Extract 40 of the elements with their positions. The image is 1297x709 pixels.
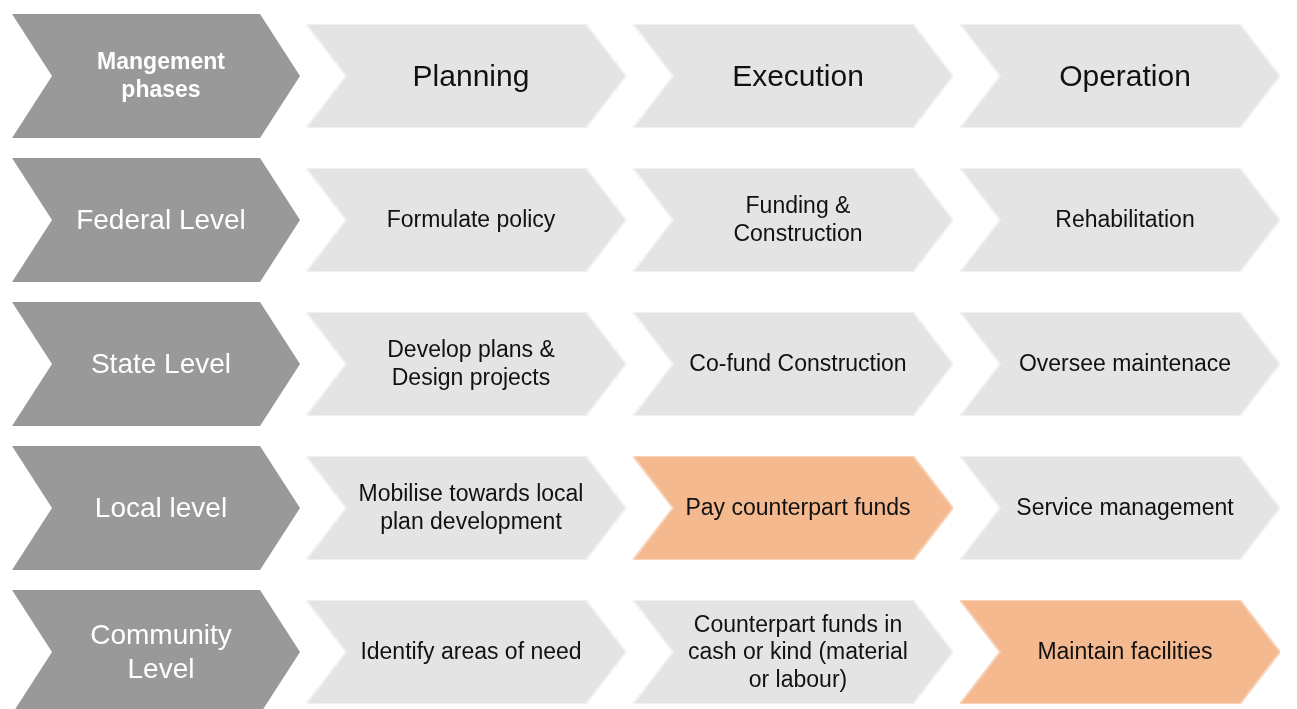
process-step [306,312,626,416]
task-label: Formulate policy [386,206,556,234]
process-step [633,24,953,128]
process-step [633,600,953,704]
phase-label: Operation [1059,58,1191,94]
process-step [960,168,1280,272]
task-label: Identify areas of need [360,638,582,666]
process-step [960,312,1280,416]
task-label: Service management [1016,494,1234,522]
highlighted-process-step [633,456,953,560]
task-label: Funding & Construction [732,192,864,248]
row-header-step [12,302,300,426]
task-label: Rehabilitation [1055,206,1195,234]
phase-label: Execution [732,58,864,94]
row-header-step [12,590,300,709]
row-heading: Local level [94,491,228,525]
phase-label: Planning [412,58,530,94]
row-heading: Community Level [89,618,233,686]
process-step [633,168,953,272]
process-step [306,456,626,560]
process-step [306,24,626,128]
row-header-step [12,158,300,282]
task-label: Counterpart funds in cash or kind (material or labour) [687,610,909,694]
row-header-step [12,14,300,138]
process-step [306,600,626,704]
task-label: Co-fund Construction [689,350,907,378]
task-label: Maintain facilities [1037,638,1213,666]
row-heading: Federal Level [76,203,246,237]
process-step [960,456,1280,560]
task-label: Oversee maintenace [1018,350,1232,378]
task-label: Pay counterpart funds [685,494,911,522]
task-label: Develop plans & Design projects [386,336,556,392]
process-step [633,312,953,416]
process-step [960,24,1280,128]
highlighted-process-step [960,600,1280,704]
task-label: Mobilise towards local plan development [357,480,585,536]
row-heading: Mangement phases [96,48,226,104]
row-header-step [12,446,300,570]
process-step [306,168,626,272]
row-heading: State Level [90,347,232,381]
